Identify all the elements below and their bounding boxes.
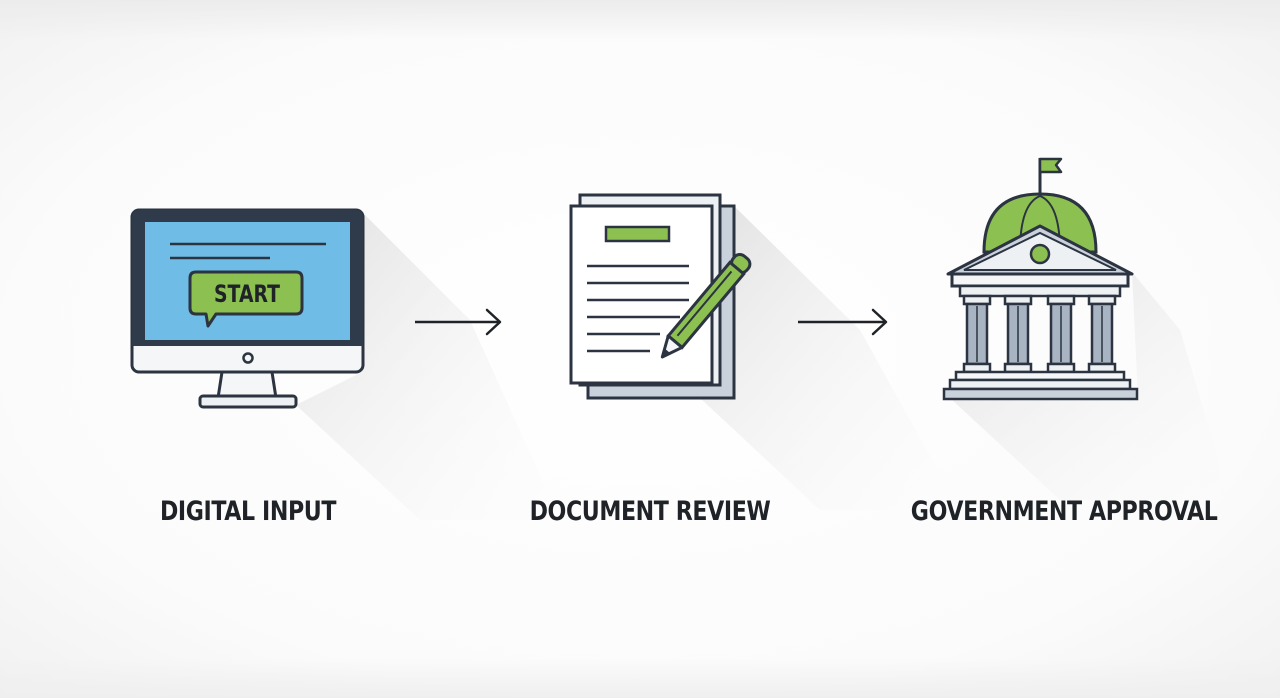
document-with-pen-icon	[569, 193, 752, 400]
columns	[962, 294, 1117, 374]
start-button-text: START	[214, 280, 280, 308]
step-middle	[948, 378, 1132, 391]
bottom-edge-shade	[0, 658, 1280, 698]
step-label-government-approval: GOVERNMENT APPROVAL	[910, 496, 1218, 527]
government-building-icon	[942, 157, 1139, 401]
arrow-1-icon	[415, 308, 502, 336]
arrow-2-icon	[798, 308, 888, 336]
document-title-bar	[604, 225, 671, 243]
computer-monitor-icon: START	[130, 208, 365, 409]
top-edge-shade	[0, 0, 1280, 40]
power-button-icon	[242, 352, 254, 364]
flag-icon	[1038, 157, 1063, 174]
step-label-document-review: DOCUMENT REVIEW	[529, 496, 771, 527]
building-shadow	[950, 272, 1230, 500]
step-bottom	[942, 387, 1139, 401]
monitor-base	[198, 394, 298, 409]
step-label-digital-input: DIGITAL INPUT	[159, 496, 337, 527]
monitor-stand	[216, 370, 278, 400]
pediment-emblem	[1029, 243, 1051, 265]
dome	[982, 192, 1098, 254]
pen-icon	[660, 252, 752, 359]
document-shadow	[700, 206, 960, 510]
entablature	[950, 272, 1130, 288]
start-bubble	[188, 270, 304, 328]
